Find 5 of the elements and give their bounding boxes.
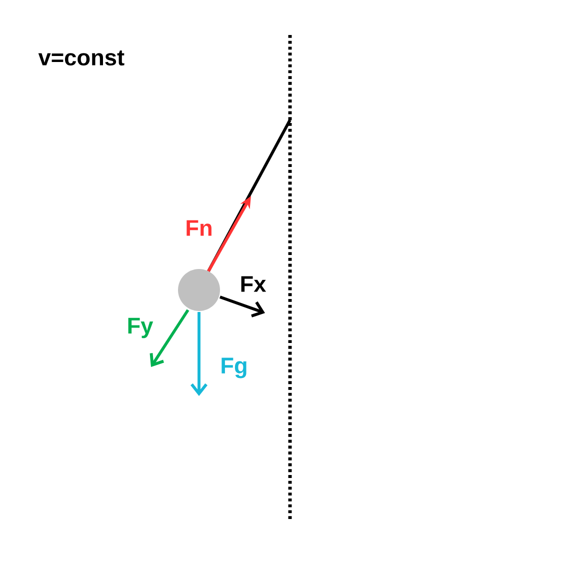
force-label: Fy	[128, 318, 154, 338]
title-text: v=const	[38, 50, 124, 66]
force-label: Fx	[241, 276, 266, 292]
force-label: Fn	[186, 220, 212, 236]
force-label: Fg	[222, 358, 246, 378]
